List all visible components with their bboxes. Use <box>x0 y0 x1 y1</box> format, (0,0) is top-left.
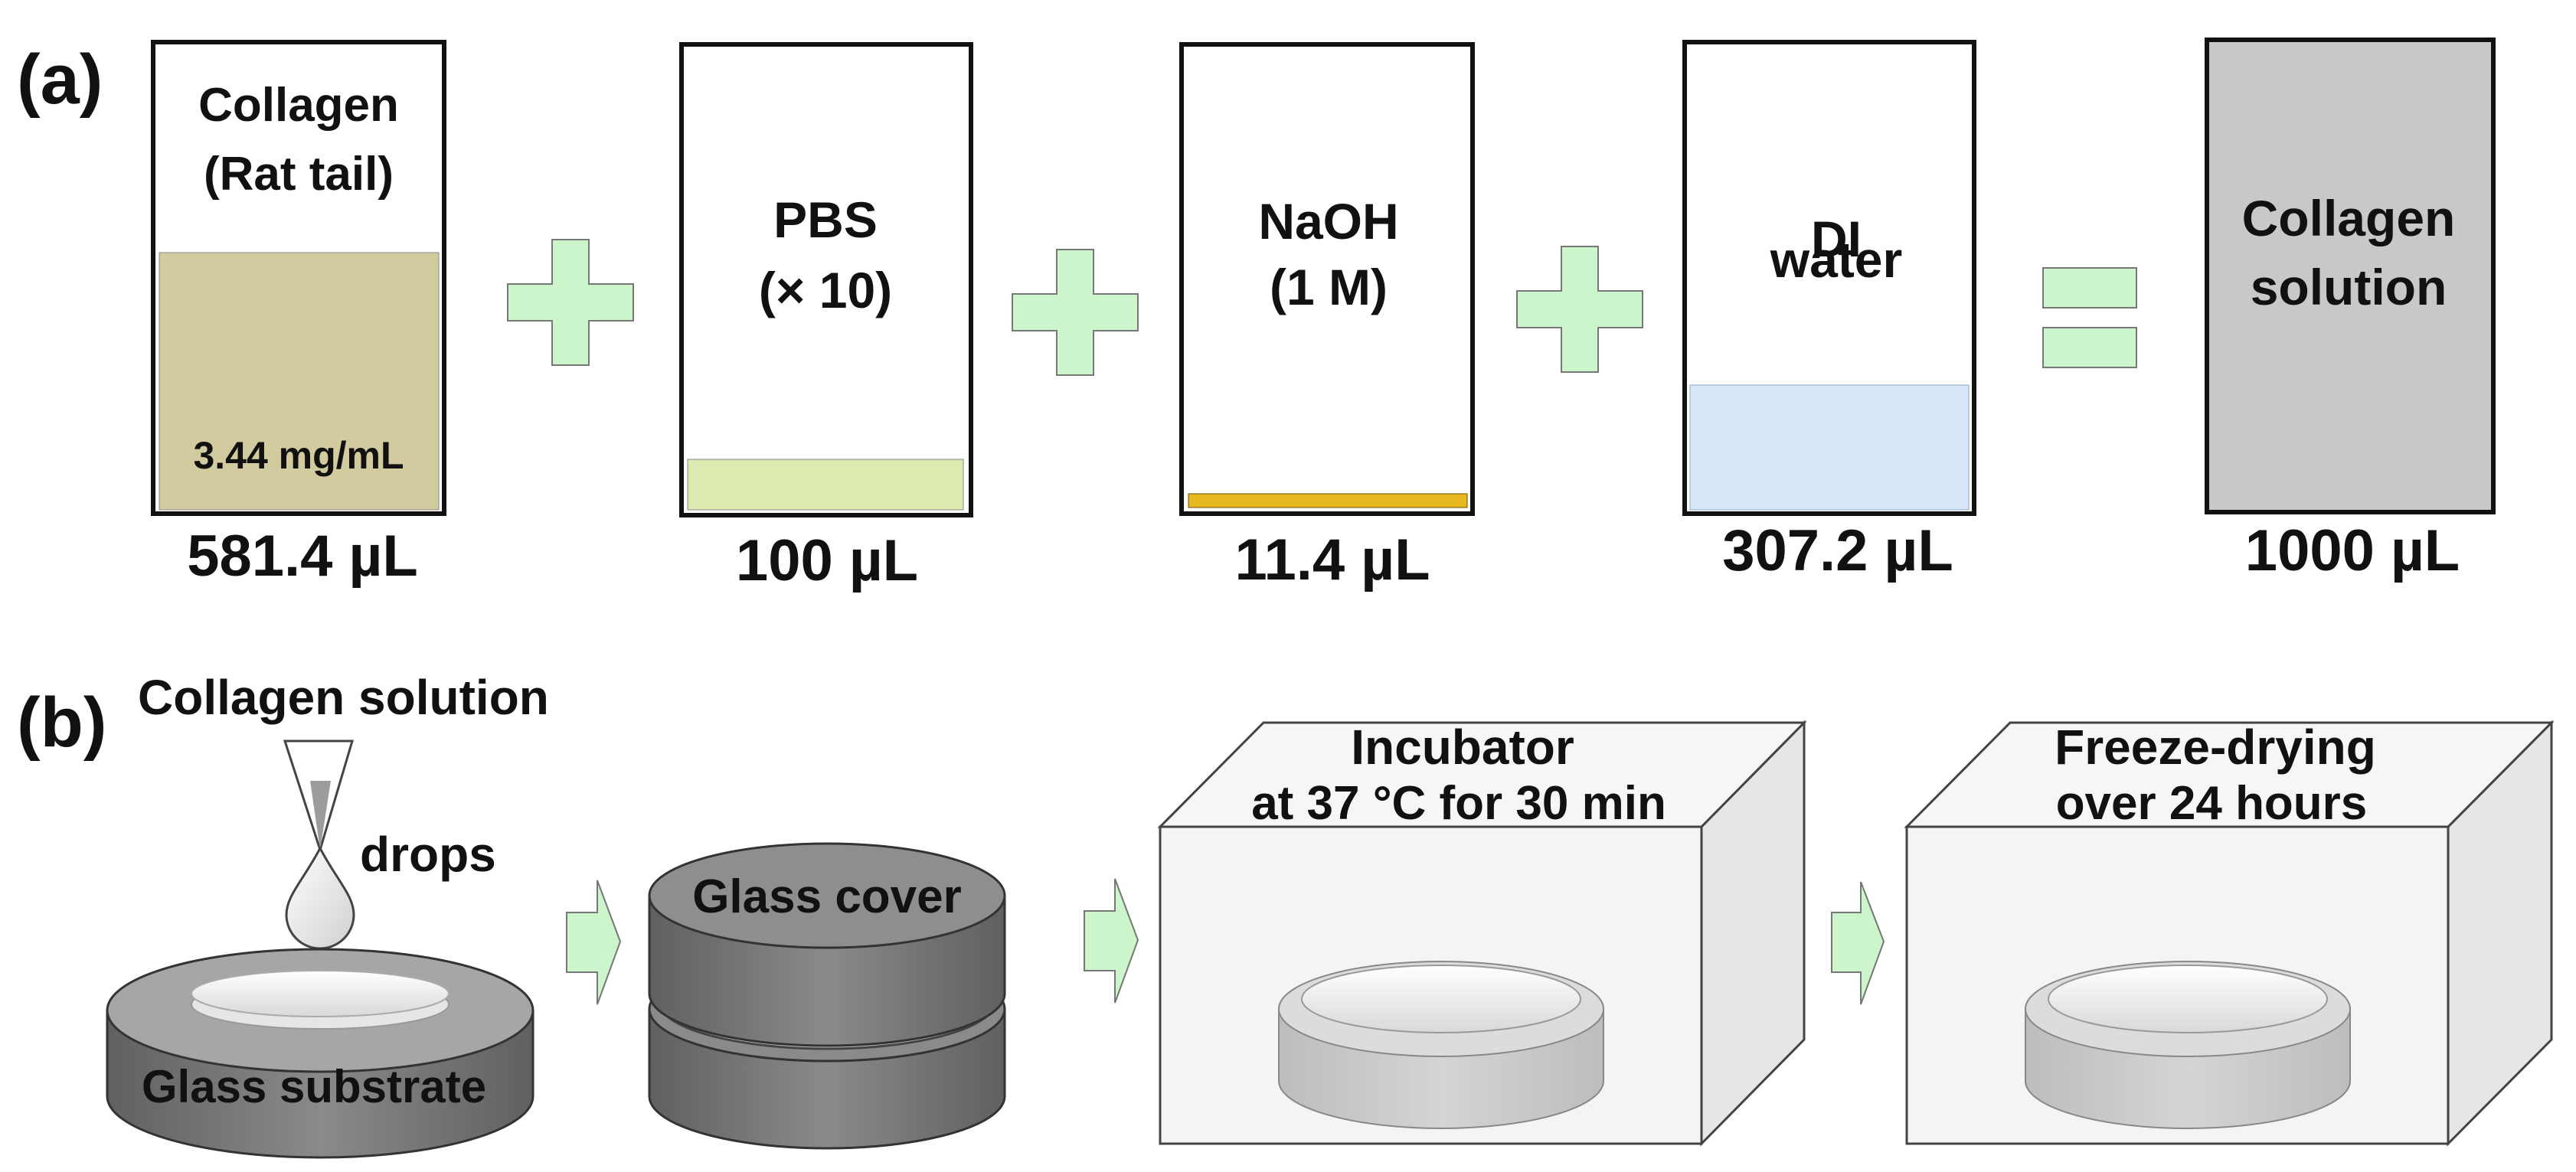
container-pbs-name-line2: (× 10) <box>759 262 892 318</box>
container-collagen-name-line2: (Rat tail) <box>204 148 394 201</box>
container-pbs-volume: 100 µL <box>736 528 918 593</box>
container-collagen-outline <box>151 40 446 516</box>
container-collagen-solution-volume: 1000 µL <box>2245 518 2460 583</box>
equals-icon <box>2042 267 2137 368</box>
freeze-dryer-film-top <box>2048 965 2328 1033</box>
incubator-label-line2: at 37 °C for 30 min <box>1251 777 1666 830</box>
step-3-incubator: Incubator at 37 °C for 30 min <box>1157 720 1807 1147</box>
container-naoh: NaOH (1 M) 11.4 µL <box>1179 42 1475 593</box>
container-naoh-name-line1: NaOH <box>1258 193 1398 250</box>
container-di-water-volume: 307.2 µL <box>1722 518 1953 583</box>
drops-label: drops <box>360 827 496 882</box>
glass-cover-label: Glass cover <box>692 870 962 923</box>
container-pbs-outline <box>679 42 973 517</box>
container-di-water-outline <box>1682 40 1976 516</box>
container-collagen-solution-name-line1: Collagen <box>2242 190 2456 246</box>
plus-icon-1 <box>507 239 634 366</box>
step-2-covering: Glass cover <box>648 842 1006 1150</box>
glass-cover-top <box>648 842 1006 949</box>
step-1-dropping: Collagen solution drops Glass substrate <box>106 670 549 1159</box>
container-di-water: DI water 307.2 µL <box>1682 40 1976 583</box>
container-collagen-concentration: 3.44 mg/mL <box>193 434 404 477</box>
container-collagen-liquid <box>159 252 440 511</box>
plus-icon-3 <box>1516 246 1643 373</box>
container-collagen: Collagen (Rat tail) 3.44 mg/mL 581.4 µL <box>151 40 446 589</box>
container-pbs: PBS (× 10) 100 µL <box>679 42 973 593</box>
container-naoh-liquid <box>1188 493 1468 508</box>
container-collagen-solution-name-line2: solution <box>2251 259 2447 315</box>
arrow-right-icon-3 <box>1831 881 1885 1005</box>
freeze-dryer-label-line1: Freeze-drying <box>2055 720 2376 775</box>
glass-substrate-label: Glass substrate <box>142 1061 486 1112</box>
container-naoh-outline <box>1179 42 1475 516</box>
freeze-dryer-label-line2: over 24 hours <box>2056 777 2368 830</box>
container-collagen-name-line1: Collagen <box>198 79 399 132</box>
container-di-water-name-line1: DI <box>1811 211 1862 267</box>
pipette-inner-icon <box>310 781 331 850</box>
panel-a-label: (a) <box>17 41 103 119</box>
incubator-film-top <box>1301 965 1581 1033</box>
container-pbs-name-line1: PBS <box>773 191 878 248</box>
step-1-title: Collagen solution <box>138 670 549 725</box>
container-collagen-volume: 581.4 µL <box>187 524 418 589</box>
container-collagen-solution: Collagen solution 1000 µL <box>2205 38 2496 583</box>
container-collagen-solution-fill <box>2205 38 2496 514</box>
container-naoh-name-line2: (1 M) <box>1270 259 1388 315</box>
step-4-freeze-drying: Freeze-drying over 24 hours <box>1904 720 2555 1147</box>
arrow-right-icon-2 <box>1084 878 1139 1004</box>
plus-icon-2 <box>1012 249 1139 376</box>
arrow-right-icon-1 <box>566 880 622 1005</box>
incubator-label-line1: Incubator <box>1351 720 1574 775</box>
container-di-water-name-line2: water <box>1770 231 1902 288</box>
panel-b-label: (b) <box>17 684 106 762</box>
droplet-icon <box>285 845 355 950</box>
container-naoh-volume: 11.4 µL <box>1234 527 1430 593</box>
collagen-film-top <box>191 970 449 1017</box>
container-pbs-liquid <box>687 459 964 511</box>
container-di-water-liquid <box>1689 384 1970 511</box>
